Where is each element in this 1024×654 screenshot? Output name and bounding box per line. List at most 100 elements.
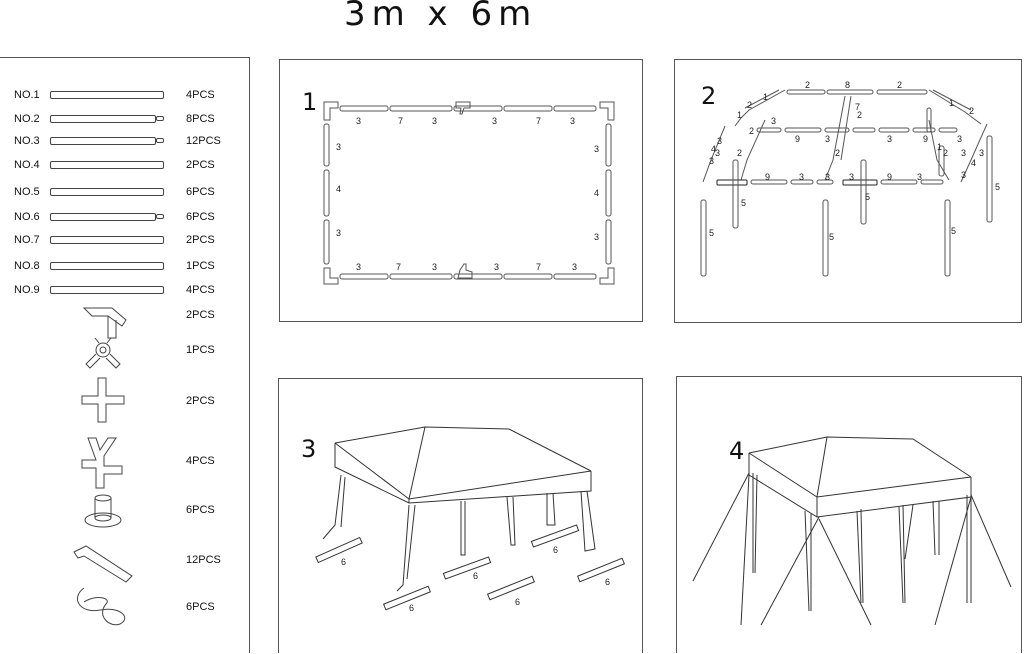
pipe-number-label: 2 <box>749 126 754 136</box>
pipe-icon <box>50 236 164 244</box>
pipe-number-label: 3 <box>715 148 720 158</box>
pipe-number-label: 3 <box>432 262 437 272</box>
part-number: NO.1 <box>14 89 40 101</box>
part-row: NO.3 12PCS <box>0 135 250 153</box>
fittings-drawings <box>73 307 133 626</box>
fitting-quantity: 12PCS <box>186 554 221 566</box>
fitting-quantity: 6PCS <box>186 504 215 516</box>
part-row: NO.4 2PCS <box>0 159 250 177</box>
elbow-connector-icon <box>73 545 133 583</box>
pipe-number-label: 8 <box>845 80 850 90</box>
part-row: NO.9 4PCS <box>0 284 250 302</box>
pipe-number-label: 2 <box>747 100 752 110</box>
part-quantity: 6PCS <box>186 211 215 223</box>
pipe-icon <box>50 91 164 99</box>
pipe-number-label: 3 <box>825 134 830 144</box>
foot-plate-icon <box>84 494 122 528</box>
pipe-number-label: 3 <box>979 148 984 158</box>
pipe-number-label: 5 <box>709 228 714 238</box>
cross-connector-icon <box>81 377 125 423</box>
pipe-number-label: 9 <box>887 172 892 182</box>
pipe-number-label: 3 <box>961 148 966 158</box>
pipe-number-label: 5 <box>829 232 834 242</box>
step-1-frame-diagram: 3 7 3 3 7 3 3 7 3 3 7 3 3 4 3 3 4 3 <box>323 101 615 285</box>
part-row: NO.2 8PCS <box>0 113 250 131</box>
pipe-number-label: 3 <box>771 116 776 126</box>
pipe-number-label: 5 <box>951 226 956 236</box>
pipe-end-icon <box>156 138 164 143</box>
part-number: NO.8 <box>14 260 40 272</box>
pipe-number-label: 6 <box>473 571 478 581</box>
pipe-icon <box>50 161 164 169</box>
fitting-quantity: 1PCS <box>186 344 215 356</box>
fitting-quantity: 6PCS <box>186 601 215 613</box>
pipe-number-label: 5 <box>995 182 1000 192</box>
pipe-number-label: 1 <box>737 110 742 120</box>
pipe-number-label: 5 <box>865 192 870 202</box>
pipe-number-label: 3 <box>957 134 962 144</box>
pipe-icon <box>50 115 156 123</box>
part-quantity: 12PCS <box>186 135 221 147</box>
pipe-number-label: 3 <box>917 172 922 182</box>
part-number: NO.9 <box>14 284 40 296</box>
step-number: 2 <box>701 82 717 110</box>
pipe-number-label: 7 <box>855 102 860 112</box>
step-3-panel: 3 6 6 6 6 6 6 <box>278 378 643 653</box>
pipe-number-label: 3 <box>570 116 575 126</box>
pipe-number-label: 1 <box>763 92 768 102</box>
y-connector-icon <box>81 437 123 489</box>
step-3-canopy-diagram: 6 6 6 6 6 6 <box>315 426 626 613</box>
pipe-number-label: 1 <box>949 98 954 108</box>
pipe-number-label: 4 <box>971 158 976 168</box>
step-number: 4 <box>729 437 745 465</box>
pipe-number-label: 3 <box>594 144 599 154</box>
pipe-number-label: 6 <box>341 557 346 567</box>
pipe-number-label: 3 <box>492 116 497 126</box>
pipe-number-label: 3 <box>887 134 892 144</box>
pipe-number-label: 2 <box>737 148 742 158</box>
pipe-number-label: 7 <box>396 262 401 272</box>
fitting-quantity: 4PCS <box>186 455 215 467</box>
part-number: NO.6 <box>14 211 40 223</box>
pipe-end-icon <box>156 116 164 121</box>
part-quantity: 1PCS <box>186 260 215 272</box>
pipe-number-label: 4 <box>711 144 716 154</box>
pipe-icon <box>50 188 164 196</box>
pipe-number-label: 9 <box>923 134 928 144</box>
pipe-number-label: 3 <box>849 172 854 182</box>
pipe-number-label: 6 <box>553 545 558 555</box>
pipe-number-label: 9 <box>765 172 770 182</box>
pipe-number-label: 6 <box>605 577 610 587</box>
pipe-number-label: 6 <box>515 597 520 607</box>
pipe-number-label: 3 <box>356 262 361 272</box>
pipe-number-label: 2 <box>805 80 810 90</box>
pipe-number-label: 7 <box>536 262 541 272</box>
pipe-number-label: 3 <box>717 136 722 146</box>
part-quantity: 2PCS <box>186 234 215 246</box>
pipe-number-label: 4 <box>594 188 599 198</box>
pipe-end-icon <box>156 214 164 219</box>
page-title: 3m x 6m <box>344 0 538 34</box>
pipe-number-label: 9 <box>795 134 800 144</box>
part-number: NO.3 <box>14 135 40 147</box>
pipe-number-label: 2 <box>857 110 862 120</box>
roof-center-connector-icon <box>85 337 121 369</box>
step-4-tent-diagram <box>692 436 1012 626</box>
part-quantity: 2PCS <box>186 159 215 171</box>
part-row: NO.7 2PCS <box>0 234 250 252</box>
part-row: NO.8 1PCS <box>0 260 250 278</box>
step-2-panel: 2 <box>674 59 1022 323</box>
pipe-icon <box>50 137 156 145</box>
step-number: 3 <box>301 435 317 463</box>
pipe-number-label: 3 <box>572 262 577 272</box>
pipe-number-label: 3 <box>336 142 341 152</box>
pipe-number-label: 1 <box>937 142 942 152</box>
part-row: NO.6 6PCS <box>0 211 250 229</box>
pipe-icon <box>50 262 164 270</box>
part-number: NO.5 <box>14 186 40 198</box>
step-1-panel: 1 <box>279 59 643 322</box>
pipe-number-label: 4 <box>336 184 341 194</box>
part-quantity: 4PCS <box>186 89 215 101</box>
part-number: NO.4 <box>14 159 40 171</box>
part-number: NO.2 <box>14 113 40 125</box>
